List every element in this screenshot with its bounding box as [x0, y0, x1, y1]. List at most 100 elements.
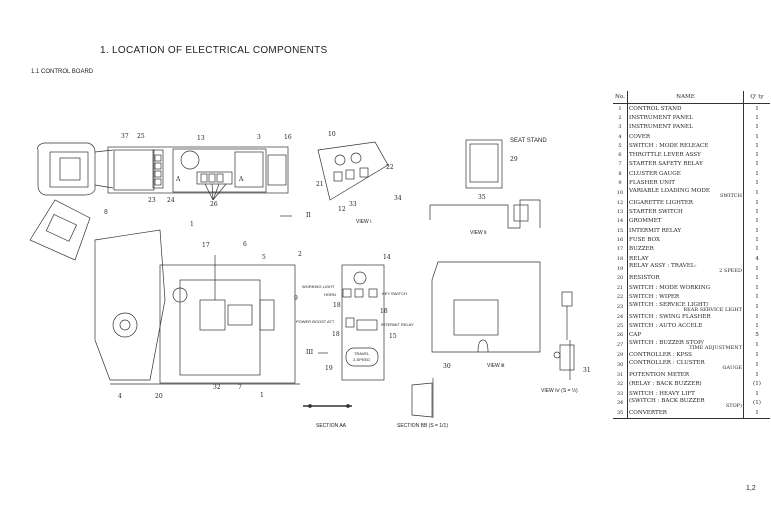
part-name: CONTROLLER : CLUSTER [629, 359, 705, 366]
callout: 3 [257, 134, 261, 141]
part-name-cell: SWITCH : SERVICE LIGHT/REAR SERVICE LIGH… [627, 301, 744, 313]
callout: A [239, 176, 244, 183]
part-name: SWITCH : SWING FLASHER [629, 313, 711, 320]
part-qty: 1 [755, 342, 759, 349]
part-name-cell: SWITCH : MODE WORKING [627, 283, 744, 293]
col-no: No. [613, 91, 628, 104]
callout: 16 [284, 134, 292, 141]
part-qty: 1 [755, 170, 759, 177]
part-no: 6 [618, 152, 622, 159]
part-no: 30 [616, 362, 624, 369]
part-name-cell: POTENTION METER [627, 370, 744, 380]
part-name-cell: FLASHER UNIT [627, 178, 744, 188]
callout: 18 [332, 331, 340, 338]
part-no: 16 [616, 237, 624, 243]
part-no: 13 [616, 209, 624, 216]
part-no: 26 [616, 332, 624, 339]
callout: 31 [583, 367, 591, 374]
part-qty: 1 [755, 313, 759, 320]
part-name: INSTRUMENT PANEL [629, 124, 693, 131]
section-drawings [303, 378, 434, 418]
part-qty: 1 [755, 142, 759, 149]
part-name-cont: SWITCH [719, 192, 742, 199]
part-qty: 1 [755, 303, 759, 310]
callout: 22 [386, 164, 394, 171]
part-no: 25 [616, 323, 624, 330]
page-title: 1. LOCATION OF ELECTRICAL COMPONENTS [100, 45, 328, 56]
callout: 15 [389, 333, 397, 340]
callout: 20 [155, 393, 163, 400]
part-no: 10 [616, 189, 624, 196]
view-1-caption: VIEW Ⅰ [356, 219, 372, 225]
callout: 9 [294, 295, 298, 302]
callout: 2 [298, 251, 302, 258]
working-light-label: WORKING LIGHT [302, 284, 335, 289]
part-name: FLASHER UNIT [629, 180, 675, 187]
callout: II [306, 212, 311, 219]
part-qty: 1 [755, 265, 759, 272]
part-name: CLUSTER GAUGE [629, 170, 681, 177]
part-name: BUZZER [629, 246, 654, 253]
part-qty: 1 [755, 246, 759, 253]
part-no: 12 [616, 199, 624, 206]
part-name: STARTER SWITCH [629, 209, 683, 216]
part-no: 34 [616, 400, 624, 407]
callout: 32 [213, 384, 221, 391]
callout: 1 [190, 221, 194, 228]
part-name-cell: SWITCH : AUTO ACCELE [627, 321, 744, 331]
callout: 18 [380, 308, 388, 315]
part-no: 9 [618, 180, 622, 187]
view-2-drawing [429, 139, 541, 229]
part-qty: 1 [743, 408, 770, 420]
callout: 13 [197, 135, 205, 142]
section-bb-caption: SECTION BB (S = 1/1) [397, 423, 448, 429]
part-name-cont: STOP) [725, 403, 742, 410]
part-name-cell: SWITCH : BUZZER STOP/TIME ADJUSTMENT [627, 340, 744, 351]
part-name: VARIABLE LOADING MODE [629, 187, 710, 194]
part-qty: (1) [753, 381, 761, 388]
part-name: SWITCH : BUZZER STOP/ [629, 340, 704, 347]
part-name: POTENTION METER [629, 371, 690, 378]
part-name: FUSE BOX [629, 237, 660, 243]
part-qty: 1 [755, 227, 759, 234]
callout: 33 [349, 201, 357, 208]
part-name: CONVERTER [629, 410, 668, 417]
part-qty: 1 [755, 390, 759, 397]
part-no: 17 [616, 246, 624, 253]
section-aa-caption: SECTION AA [316, 423, 347, 429]
part-no: 24 [616, 313, 624, 320]
view-3-caption: VIEW Ⅲ [487, 363, 505, 369]
part-qty: 1 [755, 124, 759, 131]
part-name-cont: GAUGE [722, 364, 742, 371]
col-qty: Q' ty [743, 91, 770, 104]
callout: A [176, 176, 181, 183]
travel-label: TRAVEL [354, 351, 370, 356]
part-qty: 1 [755, 161, 759, 168]
part-qty: 1 [755, 323, 759, 330]
callout: 19 [325, 365, 333, 372]
callout: 5 [262, 254, 266, 261]
callout: III [306, 349, 314, 356]
part-qty: 1 [755, 105, 759, 112]
callout: 12 [338, 206, 346, 213]
part-name: (SWITCH : BACK BUZZER [629, 398, 705, 405]
part-name: CAP [629, 332, 642, 339]
callout: 21 [316, 181, 324, 188]
part-name: CONTROL STAND [629, 105, 682, 112]
part-name: GROMMET [629, 218, 662, 225]
part-no: 22 [616, 293, 624, 300]
callout: 37 [121, 133, 129, 140]
